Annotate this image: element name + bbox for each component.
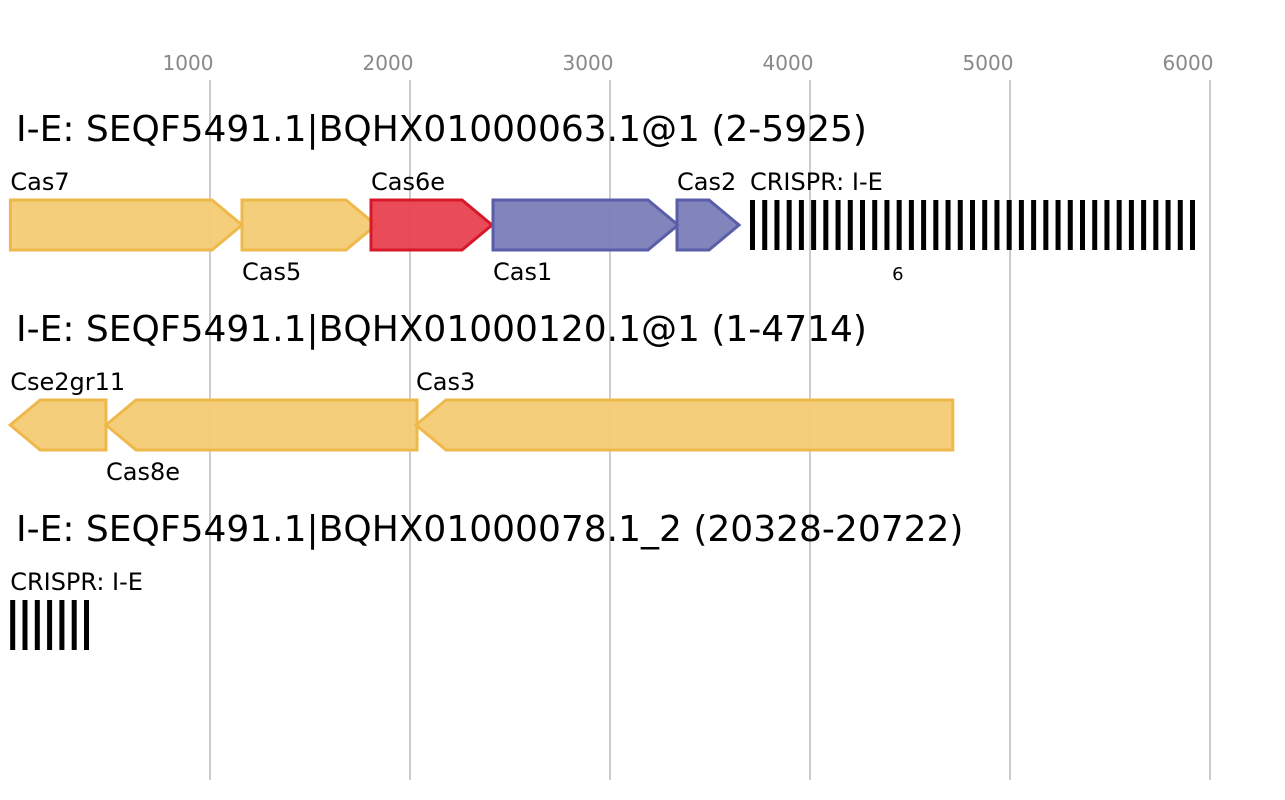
gene-label: CRISPR: I-E <box>10 568 143 596</box>
locus-title: I-E: SEQF5491.1|BQHX01000063.1@1 (2-5925… <box>16 109 867 150</box>
crispr-repeat <box>884 200 890 250</box>
gene-arrow <box>491 198 681 252</box>
crispr-repeat <box>860 200 865 250</box>
crispr-repeat <box>823 200 829 250</box>
crispr-repeat <box>71 600 77 650</box>
crispr-repeat <box>957 200 963 250</box>
gene-label: Cas5 <box>242 258 301 286</box>
crispr-repeat <box>1031 200 1037 250</box>
crispr-repeat <box>994 200 1000 250</box>
crispr-repeat <box>47 600 53 650</box>
crispr-repeat <box>1055 200 1061 250</box>
gene-arrow <box>7 398 108 452</box>
crispr-repeat <box>59 600 65 650</box>
gene-arrow <box>369 198 495 252</box>
crispr-repeat <box>1080 200 1085 250</box>
crispr-repeat <box>1116 200 1122 250</box>
crispr-repeat <box>1067 200 1073 250</box>
gene-label: Cas2 <box>677 168 736 196</box>
locus-track: I-E: SEQF5491.1|BQHX01000063.1@1 (2-5925… <box>8 109 1195 286</box>
locus-title: I-E: SEQF5491.1|BQHX01000120.1@1 (1-4714… <box>16 309 867 350</box>
crispr-repeat <box>1092 200 1098 250</box>
crispr-repeat <box>811 200 817 250</box>
tick-label: 1000 <box>163 51 214 75</box>
tick-label: 5000 <box>963 51 1014 75</box>
gene-arrow <box>675 198 742 252</box>
crispr-repeat <box>1165 200 1171 250</box>
locus-track: I-E: SEQF5491.1|BQHX01000078.1_2 (20328-… <box>10 509 963 650</box>
crispr-repeat <box>847 200 853 250</box>
crispr-repeat <box>945 200 951 250</box>
crispr-repeat <box>1190 200 1195 250</box>
crispr-repeat <box>762 200 768 250</box>
gene-label: CRISPR: I-E <box>750 168 883 196</box>
crispr-repeat <box>1006 200 1012 250</box>
gene-arrow <box>103 398 419 452</box>
crispr-repeat <box>835 200 841 250</box>
gene-label: Cas3 <box>416 368 475 396</box>
tick-label: 6000 <box>1163 51 1214 75</box>
crispr-repeat <box>798 200 804 250</box>
crispr-repeat <box>872 200 878 250</box>
crispr-repeat <box>1104 200 1110 250</box>
crispr-repeat <box>970 200 975 250</box>
crispr-repeat <box>750 200 755 250</box>
tick-label: 4000 <box>763 51 814 75</box>
gene-label: Cas6e <box>371 168 445 196</box>
gene-label: Cas8e <box>106 458 180 486</box>
crispr-repeat <box>982 200 988 250</box>
crispr-repeat <box>921 200 927 250</box>
crispr-repeat <box>10 600 16 650</box>
crispr-repeat <box>774 200 780 250</box>
gene-arrow <box>240 198 379 252</box>
crispr-repeat <box>34 600 40 650</box>
crispr-repeat <box>1018 200 1024 250</box>
loci: I-E: SEQF5491.1|BQHX01000063.1@1 (2-5925… <box>7 109 1195 650</box>
gene-label: Cas7 <box>10 168 69 196</box>
crispr-repeat <box>933 200 939 250</box>
gene-arrow <box>8 198 245 252</box>
crispr-repeat <box>908 200 914 250</box>
crispr-sublabel: 6 <box>892 264 903 285</box>
crispr-repeat <box>1128 200 1134 250</box>
gene-label: Cas1 <box>493 258 552 286</box>
gene-label: Cse2gr11 <box>10 368 125 396</box>
locus-track: I-E: SEQF5491.1|BQHX01000120.1@1 (1-4714… <box>7 309 955 486</box>
crispr-repeat <box>896 200 902 250</box>
locus-title: I-E: SEQF5491.1|BQHX01000078.1_2 (20328-… <box>16 509 963 550</box>
crispr-repeat <box>22 600 28 650</box>
crispr-repeat <box>1153 200 1159 250</box>
crispr-repeat <box>1177 200 1183 250</box>
tick-label: 3000 <box>563 51 614 75</box>
crispr-repeat <box>1043 200 1049 250</box>
gene-arrow <box>413 398 955 452</box>
tick-label: 2000 <box>363 51 414 75</box>
crispr-repeat <box>1141 200 1147 250</box>
crispr-repeat <box>84 600 89 650</box>
crispr-repeat <box>786 200 792 250</box>
